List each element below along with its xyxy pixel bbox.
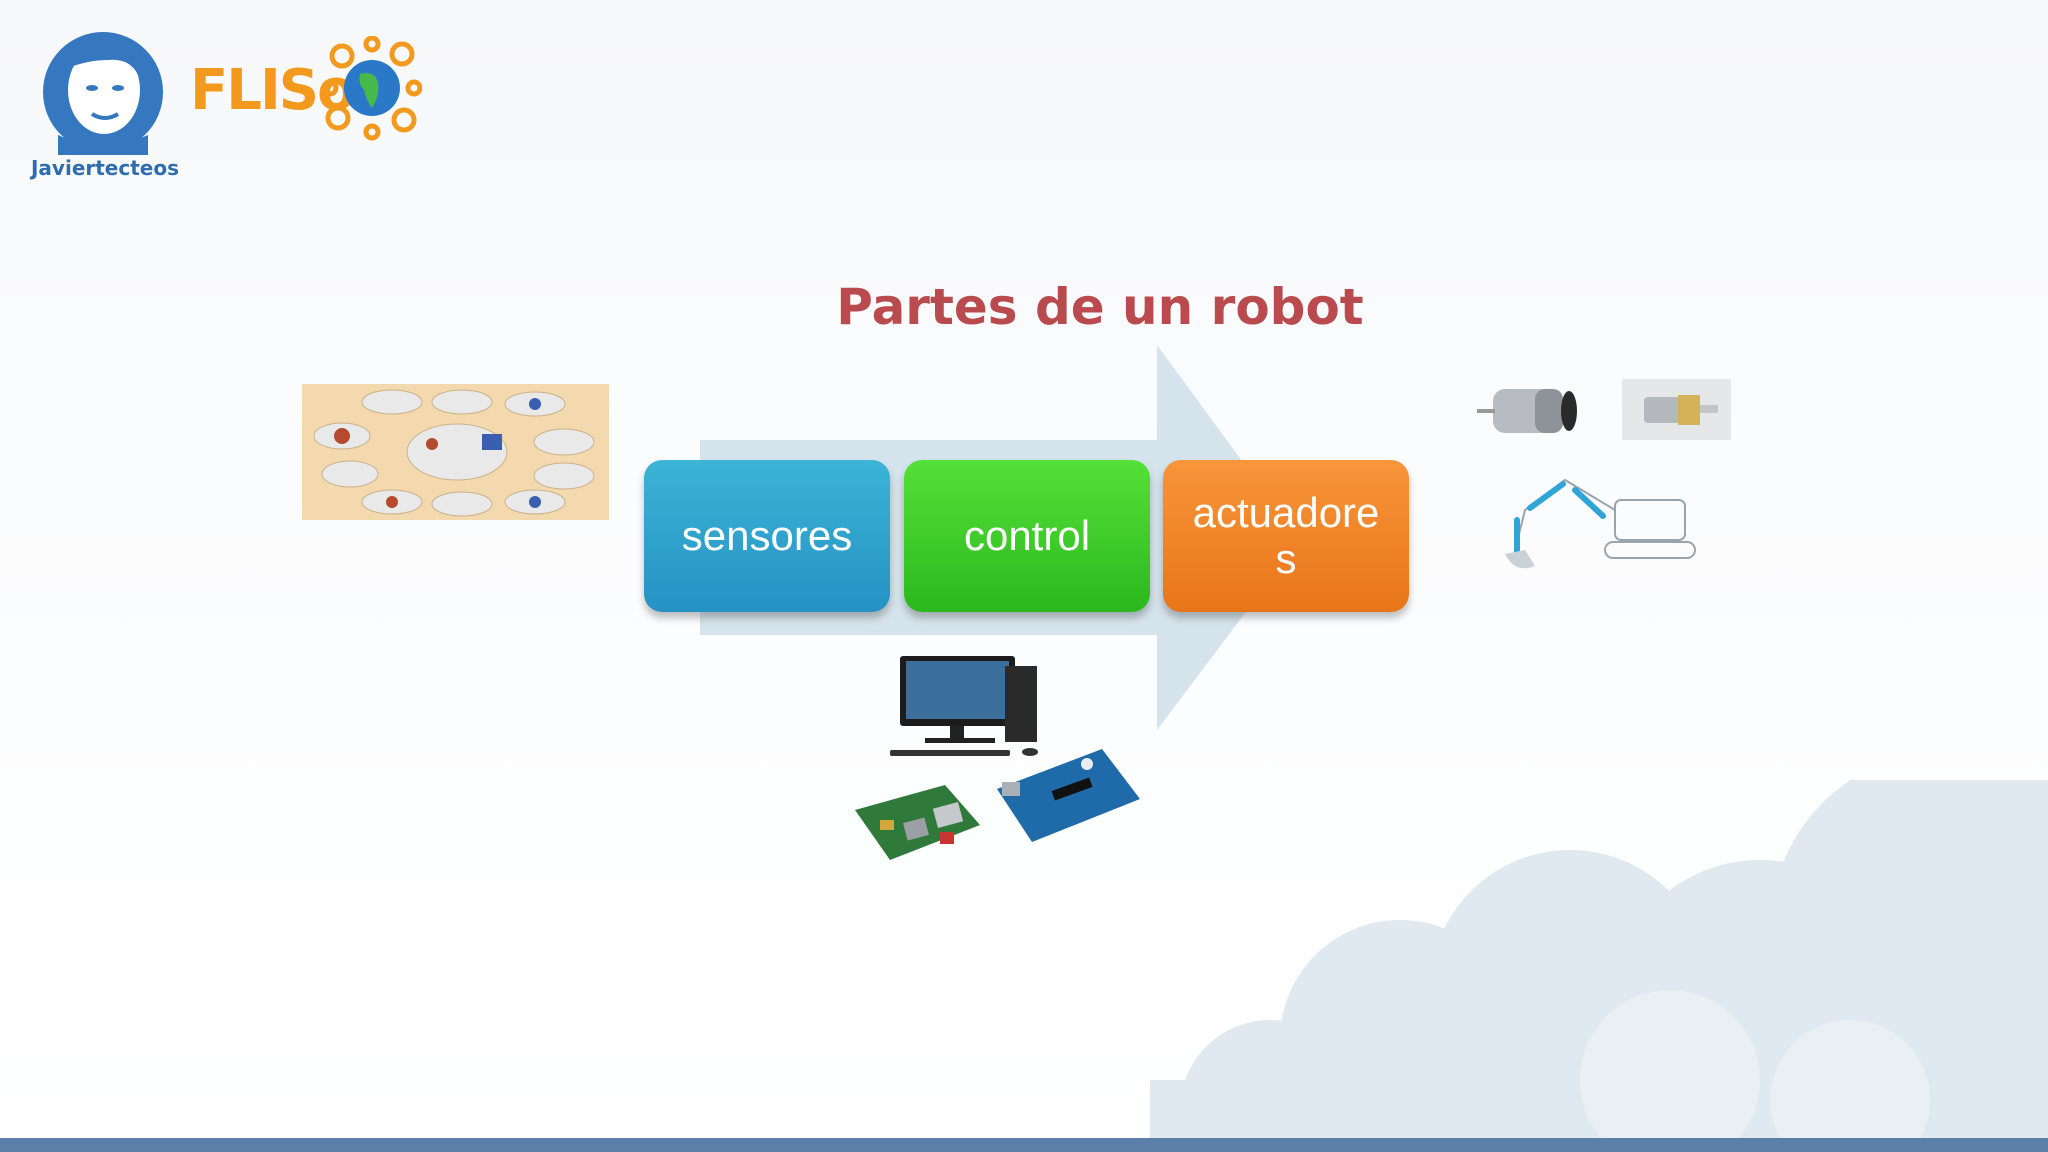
desktop-computer-image	[890, 656, 1038, 756]
globe-icon	[322, 36, 422, 141]
step-control: control	[904, 460, 1150, 612]
hydraulic-excavator-image	[1505, 478, 1696, 569]
bottom-bar	[0, 1138, 2048, 1152]
clouds-decoration	[1150, 780, 2048, 1140]
javiertecteos-caption: Javiertecteos	[30, 156, 179, 180]
step-sensores: sensores	[644, 460, 890, 612]
javiertecteos-logo	[43, 32, 163, 155]
raspberry-pi-board-image	[855, 785, 980, 860]
sensors-collage-image	[302, 384, 609, 520]
flisol-logo: FLISoL	[186, 36, 422, 141]
slide-title: Partes de un robot	[836, 278, 1364, 336]
step-actuadores: actuadore s	[1163, 460, 1409, 612]
arduino-board-image	[997, 749, 1140, 842]
dc-motor-image	[1477, 389, 1577, 433]
gear-motor-image	[1622, 379, 1731, 440]
